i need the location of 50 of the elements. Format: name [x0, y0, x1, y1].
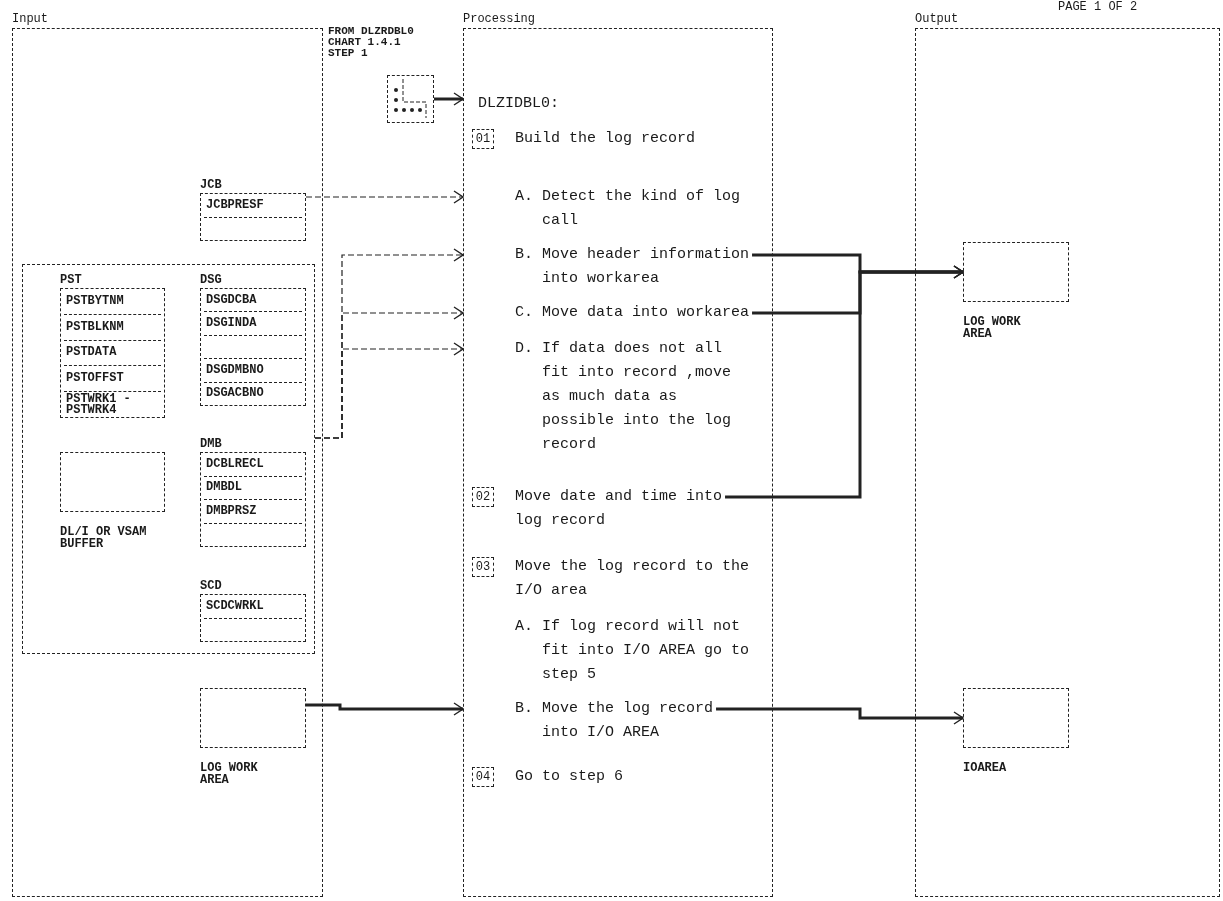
step-number: 01: [472, 129, 494, 149]
arrow: [432, 92, 464, 106]
area-caption: DL/I OR VSAM BUFFER: [60, 526, 148, 550]
field-name: DMBPRSZ: [205, 505, 257, 517]
step-text: C. Move data into workarea: [515, 303, 750, 323]
field-name: DSGDCBA: [205, 294, 257, 306]
field-name: DSGACBNO: [205, 388, 264, 400]
step-number: 03: [472, 557, 494, 577]
field-name: DCBLRECL: [205, 458, 264, 470]
page-number: PAGE 1 OF 2: [1058, 0, 1138, 14]
area-caption: LOG WORK AREA: [963, 316, 1022, 340]
group-frame: [22, 264, 315, 654]
step-number: 02: [472, 487, 494, 507]
field-name: DMBDL: [205, 482, 242, 494]
block-name: SCD: [200, 579, 222, 594]
field-name: PSTBLKNM: [65, 321, 124, 333]
arrow: [306, 702, 464, 716]
step-text: A. If log record will not fit into I/O AREA go to step 5: [515, 617, 750, 685]
module-name: DLZIDBL0:: [478, 94, 559, 114]
panel-heading: Input: [12, 11, 49, 28]
area-caption: IOAREA: [963, 762, 1008, 774]
panel-heading: Output: [915, 11, 960, 28]
panel-heading: Processing: [463, 11, 536, 28]
field-name: PSTWRK1 - PSTWRK4: [65, 393, 132, 416]
step-text: B. Move header information into workarea: [515, 245, 750, 289]
field-name: SCDCWRKL: [205, 600, 264, 612]
step-text: D. If data does not all fit into record ,move as much data as possible into the log record: [515, 339, 733, 455]
step-text: Move the log record to the I/O area: [515, 557, 750, 601]
arrow: [725, 265, 964, 499]
step-text: Move date and time into log record: [515, 487, 724, 531]
block-name: JCB: [200, 178, 222, 193]
field-name: PSTBYTNM: [65, 295, 124, 307]
field-name: JCBPRESF: [205, 199, 264, 211]
step-text: A. Detect the kind of log call: [515, 187, 742, 231]
arrow: [314, 342, 464, 439]
field-name: PSTOFFST: [65, 373, 124, 385]
connector-note: FROM DLZRDBL0 CHART 1.4.1 STEP 1: [328, 26, 415, 59]
field-name: DSGINDA: [205, 318, 257, 330]
area-caption: LOG WORK AREA: [200, 762, 259, 786]
arrow: [305, 190, 464, 204]
step-text: Build the log record: [515, 129, 697, 149]
step-text: Go to step 6: [515, 767, 625, 787]
field-name: PSTDATA: [65, 347, 117, 359]
block-name: DSG: [200, 273, 222, 288]
field-name: DSGDMBNO: [205, 364, 264, 376]
block-name: PST: [60, 273, 82, 288]
block-name: DMB: [200, 437, 222, 452]
step-text: B. Move the log record into I/O AREA: [515, 699, 715, 743]
arrow: [716, 707, 964, 725]
step-number: 04: [472, 767, 494, 787]
